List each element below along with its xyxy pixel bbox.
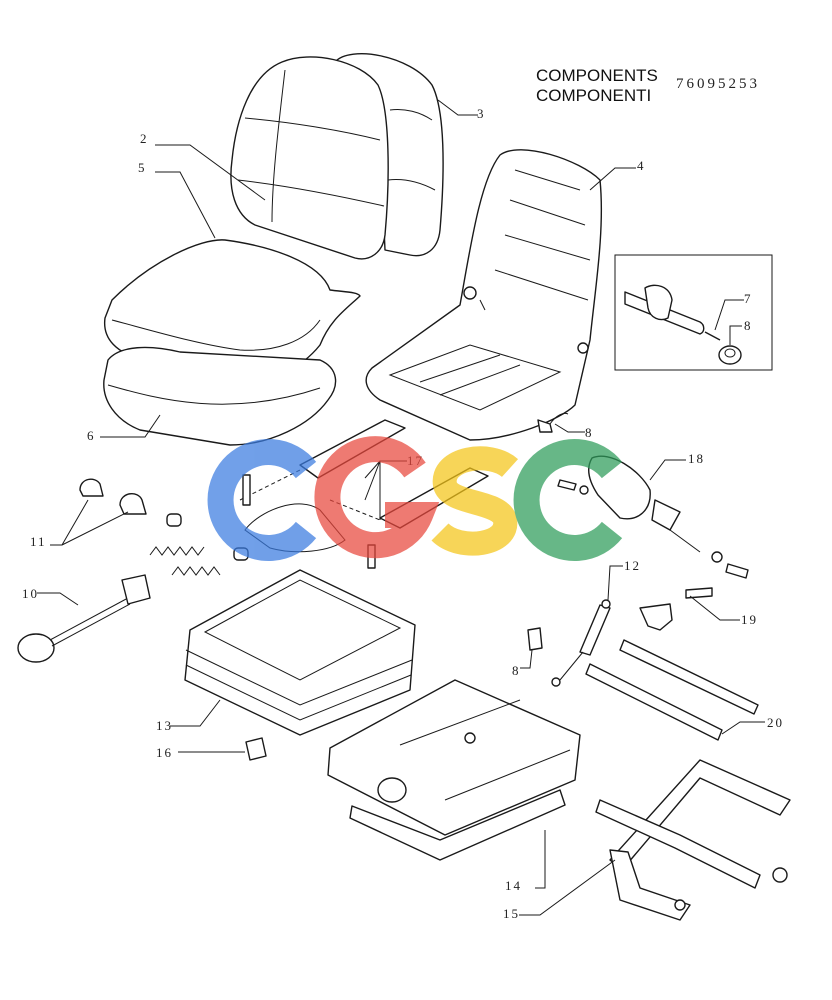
- part-scissor-15: [595, 759, 791, 921]
- drawing-code: 76095253: [676, 76, 760, 92]
- callout-6: 6: [87, 428, 96, 443]
- callout-13: 13: [156, 718, 173, 733]
- callout-11: 11: [30, 534, 47, 549]
- leader-lines: [37, 99, 765, 916]
- part-strips-20: [585, 639, 759, 741]
- watermark-letter-c: [207, 439, 317, 561]
- callout-2: 2: [140, 131, 149, 146]
- callout-7: 7: [744, 291, 753, 306]
- part-strut-12: [551, 599, 611, 687]
- watermark-letter-c2: [513, 439, 623, 561]
- callout-4: 4: [637, 158, 646, 173]
- inset-box: [614, 254, 773, 371]
- part-backrest-rear: [334, 53, 444, 257]
- part-bracket-19: [639, 587, 713, 631]
- callout-8-inset: 8: [744, 318, 753, 333]
- part-knob-10: [17, 574, 151, 663]
- part-caps-11: [79, 478, 147, 515]
- part-sleeve-8b: [527, 627, 543, 651]
- callout-8-sleeve: 8: [512, 663, 521, 678]
- part-suspension-14: [327, 679, 581, 861]
- title-componenti: COMPONENTI: [536, 86, 652, 105]
- callout-20: 20: [767, 715, 784, 730]
- part-bellows-13: [184, 569, 416, 736]
- callout-18: 18: [688, 451, 705, 466]
- watermark-letter-g: [314, 436, 440, 559]
- part-seat-base: [103, 346, 337, 446]
- part-bolt-8a: [537, 412, 569, 433]
- callout-8-frame: 8: [585, 425, 594, 440]
- callout-14: 14: [505, 878, 522, 893]
- callout-15: 15: [503, 906, 520, 921]
- callout-10: 10: [22, 586, 39, 601]
- watermark-letter-s: [431, 446, 519, 556]
- callout-12: 12: [624, 558, 641, 573]
- part-backrest-front: [230, 56, 389, 260]
- callout-16: 16: [156, 745, 173, 760]
- watermark-logo: [207, 436, 623, 561]
- callout-19: 19: [741, 612, 758, 627]
- part-cap-16: [245, 737, 267, 761]
- title-components: COMPONENTS: [536, 66, 658, 85]
- callout-labels: 2 3 4 5 6 7 8 8 8 10 11 12 13 14 15 16 1…: [22, 106, 784, 921]
- callout-5: 5: [138, 160, 147, 175]
- callout-3: 3: [477, 106, 486, 121]
